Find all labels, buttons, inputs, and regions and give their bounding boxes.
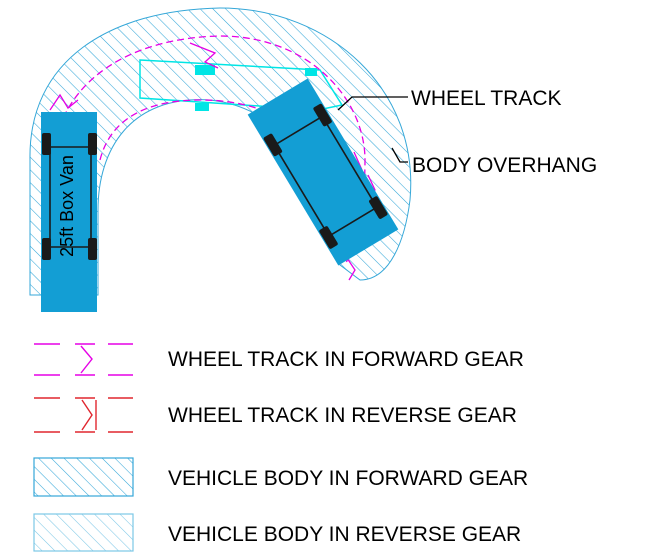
legend-item-label: VEHICLE BODY IN REVERSE GEAR xyxy=(168,523,521,546)
forward-track-line-icon xyxy=(34,343,133,376)
wheel-icon xyxy=(88,133,97,155)
wheel-icon xyxy=(42,133,51,155)
wheel-icon xyxy=(369,196,388,219)
legend-item-label: WHEEL TRACK IN FORWARD GEAR xyxy=(168,348,524,371)
reverse-track-line-icon xyxy=(34,397,133,433)
wheel-icon xyxy=(313,103,332,127)
legend-item-label: WHEEL TRACK IN REVERSE GEAR xyxy=(168,404,517,427)
forward-body-hatch-icon xyxy=(33,457,134,497)
legend-item-label: VEHICLE BODY IN FORWARD GEAR xyxy=(168,467,528,490)
reverse-body-hatch-icon xyxy=(33,513,134,552)
body-overhang-callout: BODY OVERHANG xyxy=(412,154,597,177)
vehicle-start-position: 25ft Box Van xyxy=(41,112,97,312)
vehicle-label: 25ft Box Van xyxy=(57,155,77,257)
wheel-icon xyxy=(88,238,97,260)
body-overhang-envelope xyxy=(29,7,412,296)
wheel-track-callout: WHEEL TRACK xyxy=(411,87,562,110)
wheel-icon xyxy=(42,238,51,260)
vehicle-end-position xyxy=(247,78,399,266)
wheel-icon xyxy=(263,133,283,157)
vehicle-outline-mid-turn xyxy=(139,59,344,111)
wheel-icon xyxy=(319,226,338,249)
vehicle-body-end xyxy=(247,78,399,266)
legend: WHEEL TRACK IN FORWARD GEAR WHEEL TRACK … xyxy=(33,343,528,552)
callout-leaders xyxy=(337,96,408,163)
